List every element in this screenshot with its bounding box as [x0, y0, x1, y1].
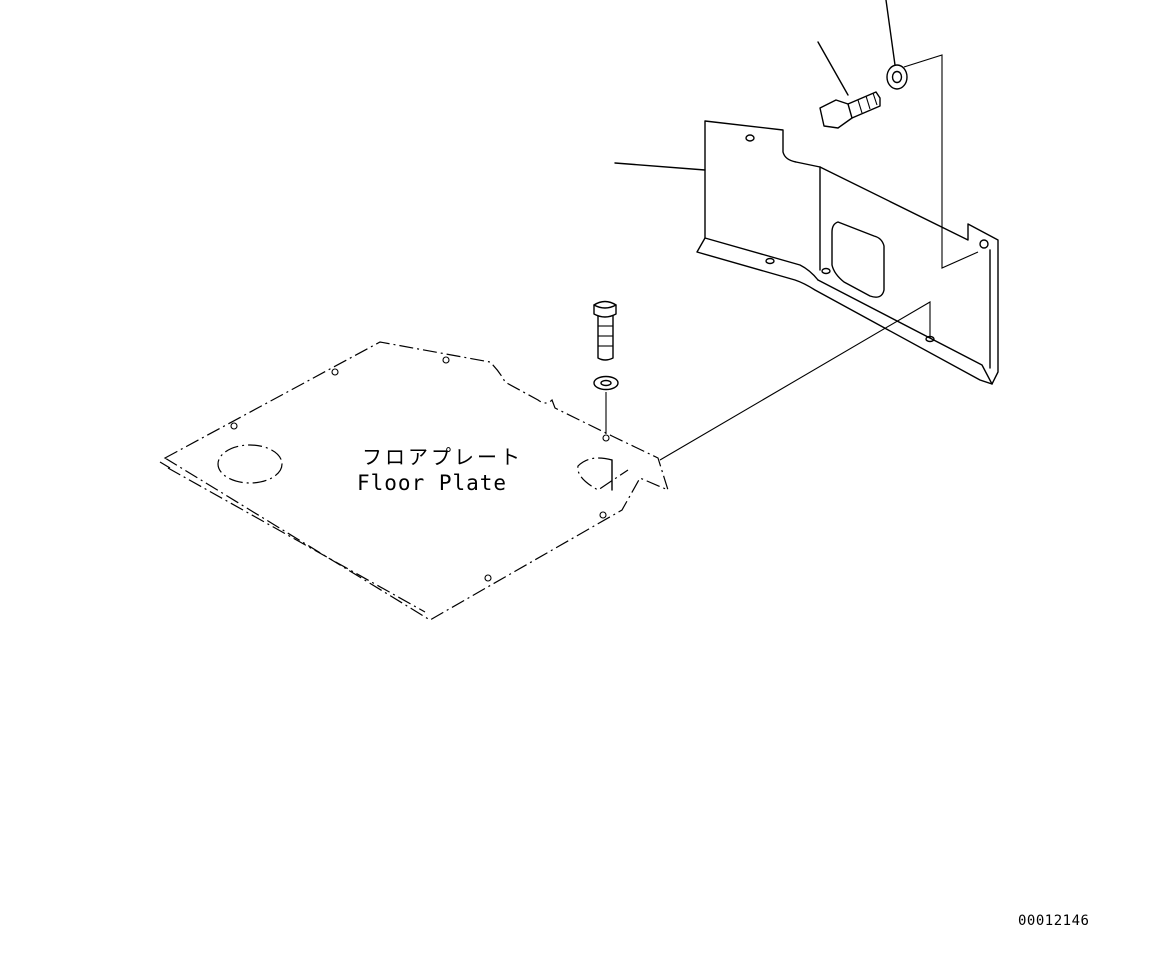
washer-bottom [593, 375, 619, 391]
alignment-line-plate [659, 301, 931, 461]
alignment-line-washer [903, 54, 979, 269]
bolt-bottom [593, 300, 617, 361]
leader-line-washer-top [885, 0, 896, 66]
floor-plate-label-jp: フロアプレート [362, 445, 523, 469]
bolt-top [819, 91, 881, 129]
leader-line-bolt-top [817, 41, 849, 96]
document-number: 00012146 [1018, 913, 1089, 929]
leader-line-bracket [614, 162, 706, 171]
floor-plate [159, 341, 669, 621]
bracket-cover [696, 120, 999, 385]
washer-top [886, 64, 908, 90]
floor-plate-label-en: Floor Plate [357, 471, 507, 495]
